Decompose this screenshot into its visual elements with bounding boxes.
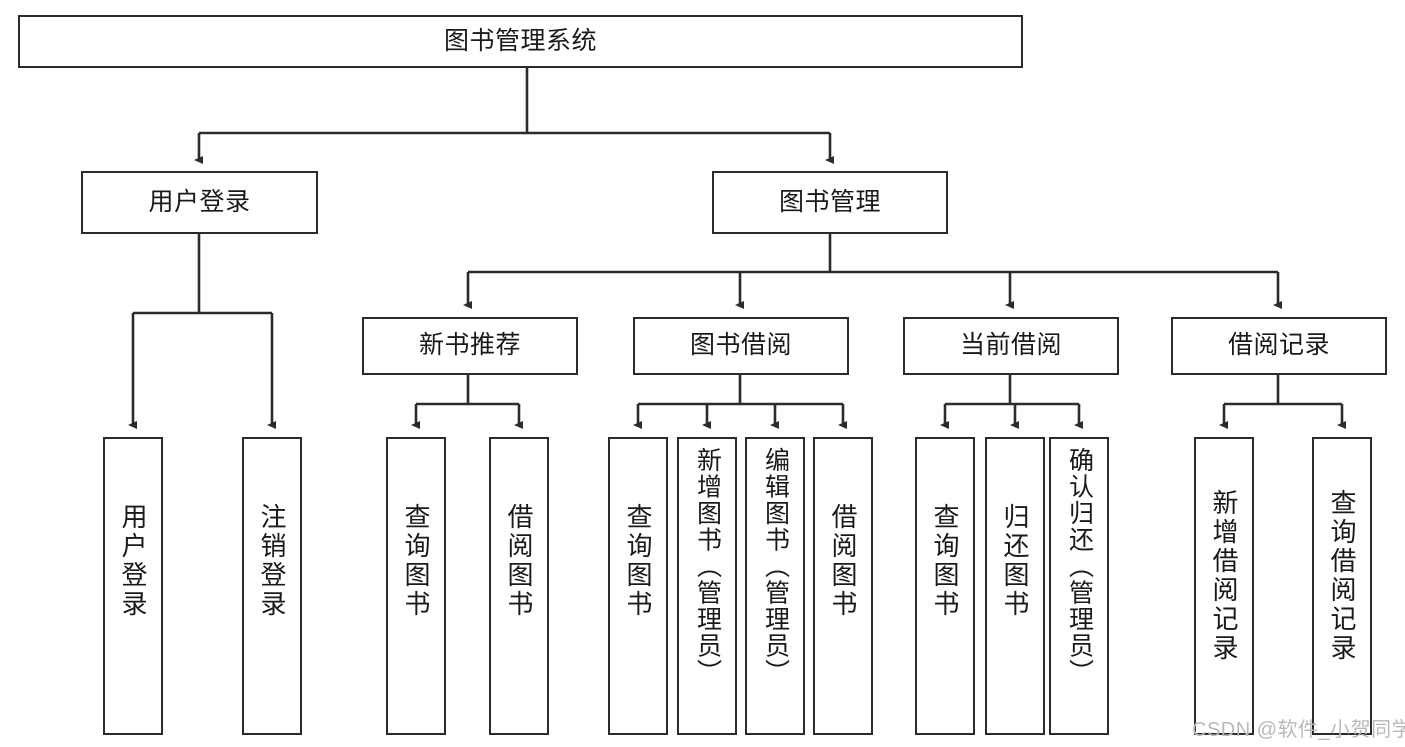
node-borrow-record[interactable]: 借阅记录 bbox=[1171, 317, 1387, 375]
node-leaf-borrow-book-1-label: 借阅图书 bbox=[504, 503, 535, 619]
node-leaf-add-book[interactable]: 新增图书（管理员） bbox=[677, 437, 737, 735]
node-user-login-label: 用户登录 bbox=[148, 187, 251, 216]
node-leaf-borrow-book-2-label: 借阅图书 bbox=[828, 503, 859, 619]
node-leaf-query-record[interactable]: 查询借阅记录 bbox=[1312, 437, 1372, 735]
csdn-watermark: CSDN @软件_小贺同学 bbox=[1192, 719, 1405, 741]
node-leaf-logout-login[interactable]: 注销登录 bbox=[242, 437, 302, 735]
node-borrow-record-label: 借阅记录 bbox=[1227, 331, 1330, 360]
node-leaf-query-book-1-label: 查询图书 bbox=[401, 503, 432, 619]
node-leaf-query-book-2[interactable]: 查询图书 bbox=[608, 437, 668, 735]
node-leaf-edit-book[interactable]: 编辑图书（管理员） bbox=[745, 437, 805, 735]
node-leaf-logout-login-label: 注销登录 bbox=[257, 503, 288, 619]
node-leaf-add-book-label: 新增图书（管理员） bbox=[693, 447, 722, 686]
node-leaf-user-login[interactable]: 用户登录 bbox=[103, 437, 163, 735]
node-leaf-query-book-3-label: 查询图书 bbox=[930, 503, 961, 619]
node-new-book-recommend-label: 新书推荐 bbox=[418, 331, 521, 360]
node-leaf-query-record-label: 查询借阅记录 bbox=[1327, 489, 1358, 663]
node-user-login[interactable]: 用户登录 bbox=[81, 171, 318, 234]
node-leaf-add-record-label: 新增借阅记录 bbox=[1209, 489, 1240, 663]
node-leaf-return-book-label: 归还图书 bbox=[1000, 503, 1031, 619]
node-leaf-query-book-2-label: 查询图书 bbox=[623, 503, 654, 619]
node-book-management[interactable]: 图书管理 bbox=[712, 171, 948, 234]
node-leaf-confirm-return-label: 确认归还（管理员） bbox=[1065, 447, 1094, 686]
node-leaf-query-book-3[interactable]: 查询图书 bbox=[915, 437, 975, 735]
node-current-borrow-label: 当前借阅 bbox=[959, 331, 1062, 360]
node-root-label: 图书管理系统 bbox=[443, 26, 597, 55]
node-root[interactable]: 图书管理系统 bbox=[18, 15, 1023, 68]
node-leaf-query-book-1[interactable]: 查询图书 bbox=[386, 437, 446, 735]
node-new-book-recommend[interactable]: 新书推荐 bbox=[362, 317, 578, 375]
node-leaf-confirm-return[interactable]: 确认归还（管理员） bbox=[1049, 437, 1109, 735]
node-leaf-borrow-book-1[interactable]: 借阅图书 bbox=[489, 437, 549, 735]
node-leaf-user-login-label: 用户登录 bbox=[118, 503, 149, 619]
node-leaf-edit-book-label: 编辑图书（管理员） bbox=[761, 447, 790, 686]
node-book-borrow[interactable]: 图书借阅 bbox=[633, 317, 849, 375]
node-leaf-add-record[interactable]: 新增借阅记录 bbox=[1194, 437, 1254, 735]
node-leaf-return-book[interactable]: 归还图书 bbox=[985, 437, 1045, 735]
node-book-management-label: 图书管理 bbox=[778, 187, 881, 216]
node-current-borrow[interactable]: 当前借阅 bbox=[903, 317, 1119, 375]
node-book-borrow-label: 图书借阅 bbox=[689, 331, 792, 360]
node-leaf-borrow-book-2[interactable]: 借阅图书 bbox=[813, 437, 873, 735]
